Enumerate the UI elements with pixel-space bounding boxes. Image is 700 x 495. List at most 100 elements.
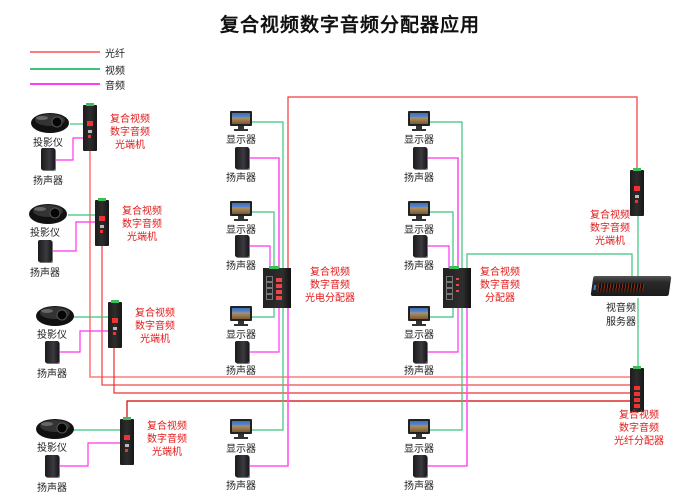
video-link-disp-2d: [430, 306, 463, 431]
converter-4-label: 复合视频数字音频光端机: [147, 420, 187, 459]
fiber-line-4: [126, 400, 632, 420]
label-line: 光端机: [152, 447, 182, 458]
projector-icon: [36, 419, 74, 439]
projector-icon: [31, 113, 69, 133]
projector-icon: [29, 204, 67, 224]
audio-link-spk-4: [58, 442, 120, 467]
label-line: 数字音频: [619, 423, 659, 434]
audio-link-spk-1c: [249, 308, 280, 353]
server-label: 视音频服务器: [606, 302, 636, 330]
video-link-disp-1b: [252, 211, 275, 268]
projector-3-label: 投影仪: [37, 330, 67, 341]
label-line: 视音频: [606, 303, 636, 314]
optical-converter-4: [115, 417, 139, 465]
audio-link-spk-1: [55, 137, 84, 161]
label-line: 数字音频: [147, 434, 187, 445]
label-line: 服务器: [606, 317, 636, 328]
projector-3: [35, 303, 75, 331]
speaker-4-label: 扬声器: [37, 483, 67, 494]
projector-1: [30, 110, 70, 138]
speaker-icon: [45, 455, 59, 477]
speaker-icon: [235, 147, 249, 169]
fiber-line-3: [113, 343, 632, 394]
video-link-disp-1c: [252, 308, 275, 318]
speaker-icon: [413, 235, 427, 257]
label-line: 复合视频: [122, 206, 162, 217]
speaker-icon: [413, 341, 427, 363]
speaker-icon: [41, 148, 55, 170]
projector-4: [35, 416, 75, 444]
display-2c-label: 显示器: [404, 330, 434, 341]
speaker-icon: [413, 147, 427, 169]
label-line: 复合视频: [310, 267, 350, 278]
label-line: 光纤分配器: [614, 436, 664, 447]
projector-4-label: 投影仪: [37, 443, 67, 454]
speaker-icon: [38, 240, 52, 262]
legend-fiber-swatch: [30, 51, 100, 53]
legend-audio-label: 音频: [105, 81, 125, 92]
label-line: 数字音频: [310, 280, 350, 291]
label-line: 光端机: [140, 334, 170, 345]
label-line: 复合视频: [147, 421, 187, 432]
speaker-icon: [235, 455, 249, 477]
video-link-disp-2c: [430, 306, 454, 318]
speaker-2-label: 扬声器: [30, 268, 60, 279]
display-2b-label: 显示器: [404, 225, 434, 236]
label-line: 光电分配器: [305, 293, 355, 304]
monitor-icon: [408, 306, 430, 326]
converter-right-label: 复合视频数字音频光端机: [590, 209, 630, 248]
fiber-distributor-label: 复合视频数字音频光纤分配器: [614, 409, 664, 448]
speaker-icon: [235, 235, 249, 257]
label-line: 复合视频: [619, 410, 659, 421]
monitor-icon: [230, 306, 252, 326]
label-line: 数字音频: [110, 127, 150, 138]
projector-1-label: 投影仪: [33, 138, 63, 149]
fiber-line-1: [89, 150, 632, 378]
label-line: 复合视频: [590, 210, 630, 221]
converter-1-label: 复合视频数字音频光端机: [110, 113, 150, 152]
monitor-icon: [230, 419, 252, 439]
legend-video-swatch: [30, 68, 100, 70]
monitor-icon: [230, 111, 252, 131]
diagram-title: 复合视频数字音频分配器应用: [219, 14, 480, 36]
speaker-2d-label: 扬声器: [404, 481, 434, 492]
speaker-3-label: 扬声器: [37, 369, 67, 380]
video-link-disp-1d: [252, 308, 284, 431]
audio-link-spk-2a: [427, 157, 459, 268]
audio-link-spk-3: [58, 330, 108, 353]
optical-converter-right: [625, 168, 649, 216]
audio-link-spk-2b: [427, 245, 450, 268]
fiber-top-loop: [287, 96, 638, 268]
label-line: 分配器: [485, 293, 515, 304]
video-audio-distributor: [438, 266, 476, 308]
label-line: 光端机: [115, 140, 145, 151]
converter-3-label: 复合视频数字音频光端机: [135, 307, 175, 346]
monitor-icon: [408, 111, 430, 131]
server-icon: [590, 276, 672, 296]
speaker-2b-label: 扬声器: [404, 261, 434, 272]
audio-link-spk-2c: [427, 306, 459, 353]
legend-audio-swatch: [30, 83, 100, 85]
projector-2-label: 投影仪: [30, 228, 60, 239]
distributor-2-label: 复合视频数字音频分配器: [480, 266, 520, 305]
optical-electric-distributor: [258, 266, 296, 308]
video-link-disp-1a: [252, 121, 284, 268]
speaker-icon: [235, 341, 249, 363]
label-line: 光端机: [127, 232, 157, 243]
audio-link-spk-2: [52, 221, 96, 252]
display-1d-label: 显示器: [226, 444, 256, 455]
audio-link-spk-1d: [249, 308, 289, 467]
display-1c-label: 显示器: [226, 330, 256, 341]
fiber-distributor: [625, 366, 649, 412]
converter-2-label: 复合视频数字音频光端机: [122, 205, 162, 244]
display-2d-label: 显示器: [404, 444, 434, 455]
label-line: 复合视频: [110, 114, 150, 125]
legend-fiber-label: 光纤: [105, 49, 125, 60]
speaker-1a-label: 扬声器: [226, 173, 256, 184]
label-line: 复合视频: [480, 267, 520, 278]
speaker-1-label: 扬声器: [33, 176, 63, 187]
display-2a-label: 显示器: [404, 135, 434, 146]
speaker-icon: [45, 341, 59, 363]
monitor-icon: [230, 201, 252, 221]
